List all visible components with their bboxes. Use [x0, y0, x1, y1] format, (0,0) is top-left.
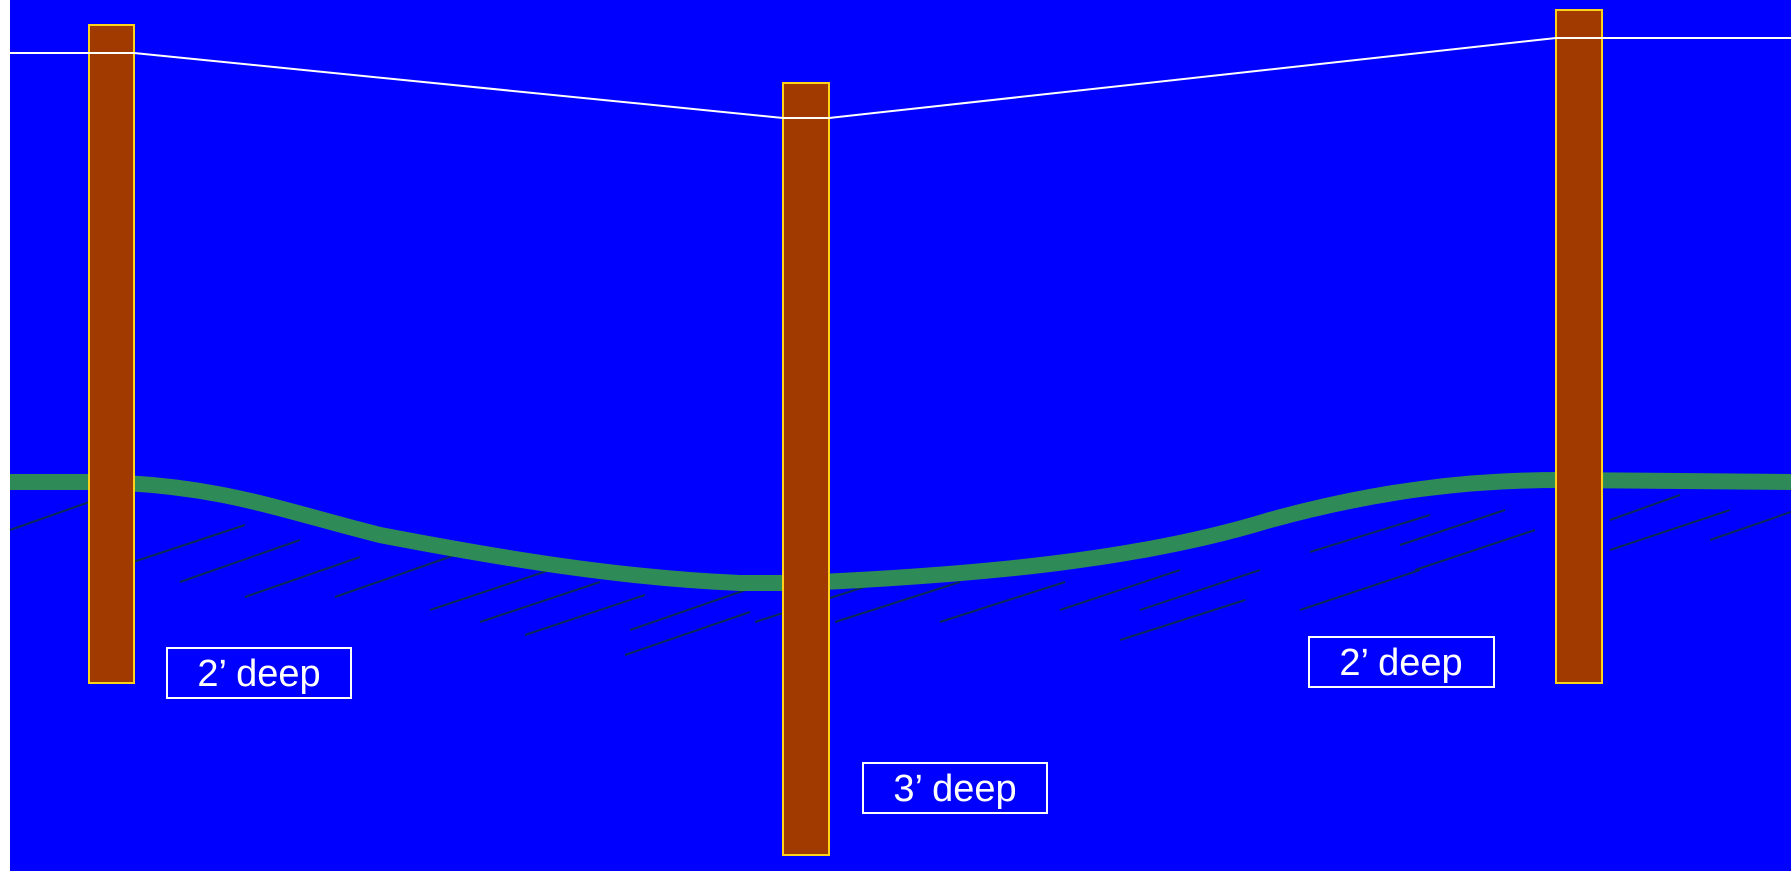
hatch-mark: [1059, 569, 1181, 611]
hatch-mark: [524, 594, 646, 636]
hatch-mark: [9, 499, 96, 531]
label-right: 2’ deep: [1308, 636, 1495, 688]
hatch-mark: [624, 611, 751, 656]
hatch-mark: [1609, 494, 1681, 521]
label-center: 3’ deep: [862, 762, 1048, 814]
label-left: 2’ deep: [166, 647, 352, 699]
hatch-mark: [834, 581, 961, 623]
post-left: [88, 24, 135, 684]
hatch-mark: [1309, 514, 1431, 553]
hatch-mark: [629, 584, 761, 631]
hatch-mark: [179, 539, 301, 583]
hatch-mark: [479, 581, 601, 623]
hatch-mark: [1119, 599, 1246, 641]
post-center: [782, 82, 830, 856]
label-center-text: 3’ deep: [893, 768, 1016, 810]
label-right-text: 2’ deep: [1339, 642, 1462, 684]
hatch-mark: [1399, 509, 1506, 546]
post-right: [1555, 9, 1603, 684]
hatch-mark: [1414, 529, 1536, 571]
hatch-mark: [1709, 511, 1791, 541]
hatch-mark: [1139, 569, 1261, 611]
hatch-mark: [334, 554, 456, 598]
label-left-box: [166, 647, 352, 699]
label-left-text: 2’ deep: [197, 653, 320, 695]
hatch-mark: [244, 556, 361, 598]
hatch-mark: [1609, 509, 1731, 551]
label-center-box: [862, 762, 1048, 814]
fence-wire: [10, 37, 1791, 119]
ground-hatching: [9, 494, 1791, 656]
hatch-mark: [939, 581, 1066, 623]
hatch-mark: [429, 569, 551, 611]
diagram-background: [10, 0, 1791, 871]
hatch-mark: [1299, 569, 1421, 611]
label-right-box: [1308, 636, 1495, 688]
hatch-mark: [129, 524, 246, 564]
